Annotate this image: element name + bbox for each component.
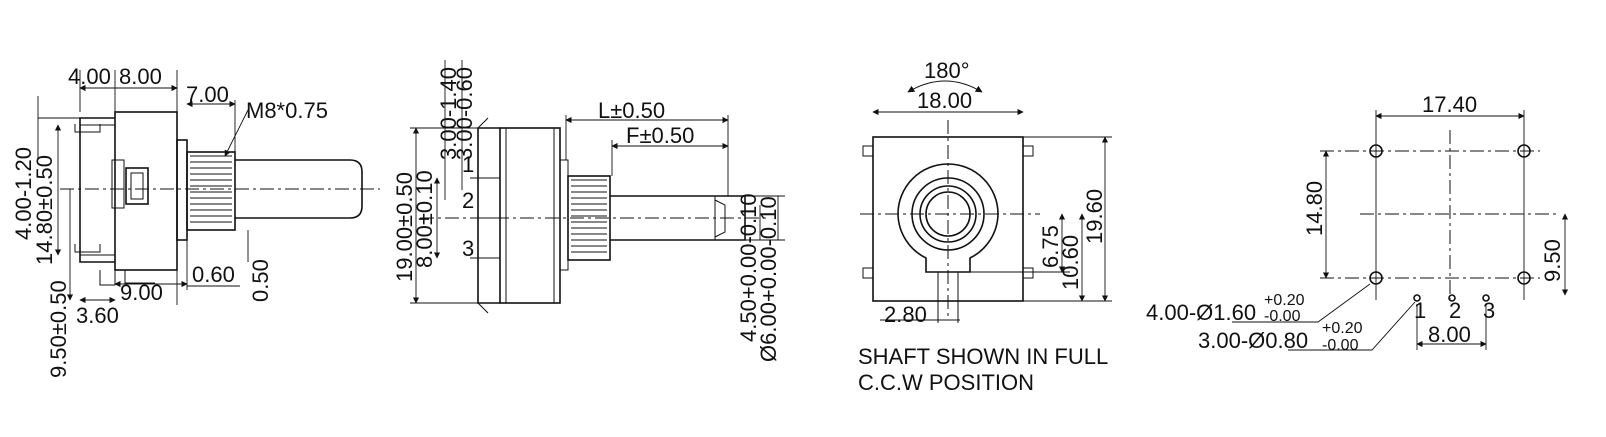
pcb-pin-leader bbox=[1288, 301, 1416, 351]
pcb-pin-1: 1 bbox=[1414, 298, 1426, 323]
pcb-dim-pitch: 8.00 bbox=[1428, 322, 1471, 347]
pcb-pin-tol-plus: +0.20 bbox=[1322, 320, 1363, 337]
shaft-note-line-2: C.C.W POSITION bbox=[858, 370, 1034, 395]
side-plate-edges bbox=[80, 124, 115, 256]
side-window-inner bbox=[130, 172, 144, 200]
side-dim-b: 8.00 bbox=[119, 64, 162, 89]
side-view: 4.00 8.00 7.00 M8*0.75 4.00-1.20 14.80±0… bbox=[11, 64, 380, 378]
pcb-pin-hole bbox=[1482, 294, 1490, 302]
pcb-mount-hole bbox=[1369, 144, 1383, 158]
pcb-dim-right: 9.50 bbox=[1540, 239, 1565, 282]
pcb-mount-tol-minus: -0.00 bbox=[1264, 308, 1301, 325]
side-dim-g: 3.60 bbox=[76, 303, 119, 328]
side-terminals bbox=[74, 124, 101, 253]
shaft-lug bbox=[862, 267, 874, 279]
pcb-layout: 17.40 14.80 9.50 1 2 3 8.00 4.00-Ø1.60 +… bbox=[1146, 92, 1569, 354]
pcb-pin-tol-minus: -0.00 bbox=[1322, 337, 1359, 354]
pcb-mount-tol-plus: +0.20 bbox=[1264, 292, 1305, 309]
front-thread bbox=[567, 175, 611, 261]
pcb-pin-2: 2 bbox=[1449, 298, 1461, 323]
front-body-edges bbox=[505, 128, 555, 303]
shaft-dim-a: 6.75 bbox=[1038, 225, 1063, 268]
front-dim-L: L±0.50 bbox=[598, 98, 665, 123]
side-dim-c: 7.00 bbox=[186, 82, 229, 107]
side-thread bbox=[186, 151, 236, 231]
side-dim-thread: M8*0.75 bbox=[246, 98, 328, 123]
front-dim-d: 8.00±0.10 bbox=[412, 170, 437, 268]
side-dim-a: 4.00 bbox=[68, 64, 111, 89]
side-thread-leader bbox=[224, 109, 249, 157]
side-dim-e: 14.80±0.50 bbox=[32, 155, 57, 265]
shaft-terminal bbox=[937, 272, 959, 323]
front-view: 1 2 3 3.00-1.40 3.00-0.60 L±0.50 F±0.50 … bbox=[392, 60, 785, 362]
side-dim-f: 9.50±0.50 bbox=[46, 280, 71, 378]
side-dim-i: 0.60 bbox=[192, 262, 235, 287]
shaft-rotation-arc bbox=[907, 80, 983, 93]
front-dim-F: F±0.50 bbox=[626, 123, 694, 148]
front-pin-3: 3 bbox=[462, 236, 474, 261]
side-dim-d: 4.00-1.20 bbox=[11, 147, 36, 240]
side-dim-j: 0.50 bbox=[248, 259, 273, 302]
shaft-view: 180° 18.00 2.80 6.75 10.60 19.60 SHAFT S… bbox=[858, 58, 1112, 395]
side-bushing-flange bbox=[176, 139, 188, 241]
shaft-dim-b: 10.60 bbox=[1058, 235, 1083, 290]
pcb-mount-callout: 4.00-Ø1.60 bbox=[1146, 300, 1256, 325]
front-dim-e: 4.50+0.00-0.10 bbox=[736, 193, 761, 342]
side-window bbox=[125, 167, 149, 205]
front-plate bbox=[477, 127, 500, 304]
pcb-dim-height: 14.80 bbox=[1302, 181, 1327, 236]
shaft-lug bbox=[1022, 267, 1034, 279]
side-back-plate bbox=[79, 117, 115, 263]
side-dim-h: 9.00 bbox=[120, 280, 163, 305]
front-dim-a: 3.00-1.40 bbox=[436, 67, 461, 160]
shaft-note-line-1: SHAFT SHOWN IN FULL bbox=[858, 344, 1108, 369]
front-dim-b: 3.00-0.60 bbox=[452, 67, 477, 160]
pcb-pin-hole bbox=[1448, 294, 1456, 302]
shaft-dim-c: 2.80 bbox=[884, 302, 927, 327]
front-thread-lines bbox=[571, 179, 607, 253]
pcb-mount-leader bbox=[1232, 283, 1371, 323]
pcb-mount-hole bbox=[1517, 271, 1531, 285]
front-dim-c: 19.00±0.50 bbox=[392, 172, 417, 282]
front-clips bbox=[477, 117, 489, 314]
front-body bbox=[499, 127, 561, 304]
shaft-lug bbox=[1022, 145, 1034, 157]
pcb-mount-hole bbox=[1517, 144, 1531, 158]
shaft-lug bbox=[862, 145, 874, 157]
pcb-mount-hole bbox=[1369, 271, 1383, 285]
pcb-pin-callout: 3.00-Ø0.80 bbox=[1198, 328, 1308, 353]
front-dim-f: Ø6.00+0.00-0.10 bbox=[756, 196, 781, 362]
pcb-dim-width: 17.40 bbox=[1422, 92, 1477, 117]
front-flange bbox=[559, 159, 569, 271]
front-terminal-pins bbox=[470, 177, 500, 259]
shaft-dim-angle: 180° bbox=[924, 58, 970, 83]
front-pin-2: 2 bbox=[462, 188, 474, 213]
shaft-dim-height: 19.60 bbox=[1082, 189, 1107, 244]
pcb-pin-3: 3 bbox=[1483, 298, 1495, 323]
pcb-pin-hole bbox=[1413, 294, 1421, 302]
shaft-dim-width: 18.00 bbox=[917, 88, 972, 113]
front-pin-1: 1 bbox=[462, 152, 474, 177]
side-slot bbox=[111, 159, 125, 209]
